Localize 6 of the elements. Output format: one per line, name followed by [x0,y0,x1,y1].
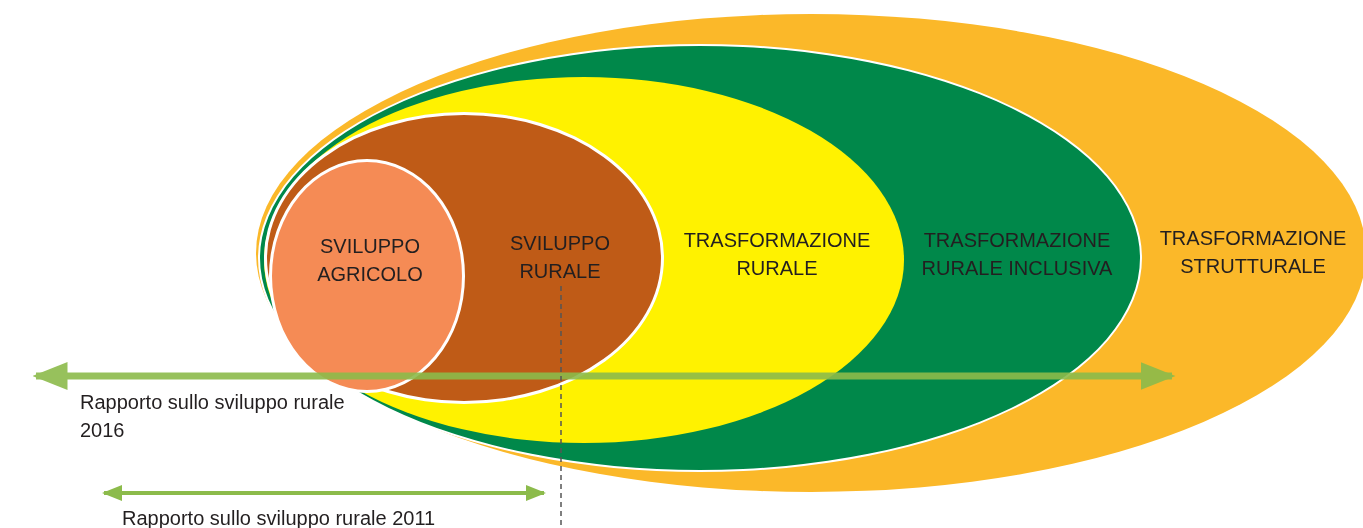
ellipse-label: SVILUPPO RURALE [508,231,611,284]
ellipse-label: TRASFORMAZIONE STRUTTURALE [1158,226,1348,279]
ellipse-label: TRASFORMAZIONE RURALE [682,228,872,281]
ellipse-label: TRASFORMAZIONE RURALE INCLUSIVA [920,228,1114,281]
ellipse-label: SVILUPPO AGRICOLO [316,234,424,287]
range-caption: Rapporto sullo sviluppo rurale 2016 [80,390,345,443]
